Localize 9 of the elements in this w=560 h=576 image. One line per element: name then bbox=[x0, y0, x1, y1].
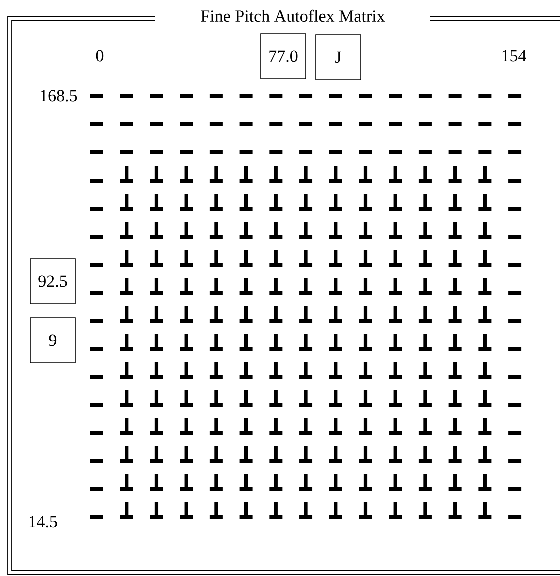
axis-value: 0 bbox=[96, 50, 104, 62]
value-box: 92.5 bbox=[30, 258, 76, 304]
axis-value: 14.5 bbox=[30, 516, 58, 528]
value-box: 77.0 bbox=[260, 34, 306, 80]
axis-value: 154 bbox=[502, 50, 526, 62]
value-box: J bbox=[316, 34, 362, 80]
value-box: 9 bbox=[30, 318, 76, 364]
frame-title: Fine Pitch Autoflex Matrix bbox=[201, 10, 386, 22]
axis-value: 168.5 bbox=[41, 90, 78, 102]
